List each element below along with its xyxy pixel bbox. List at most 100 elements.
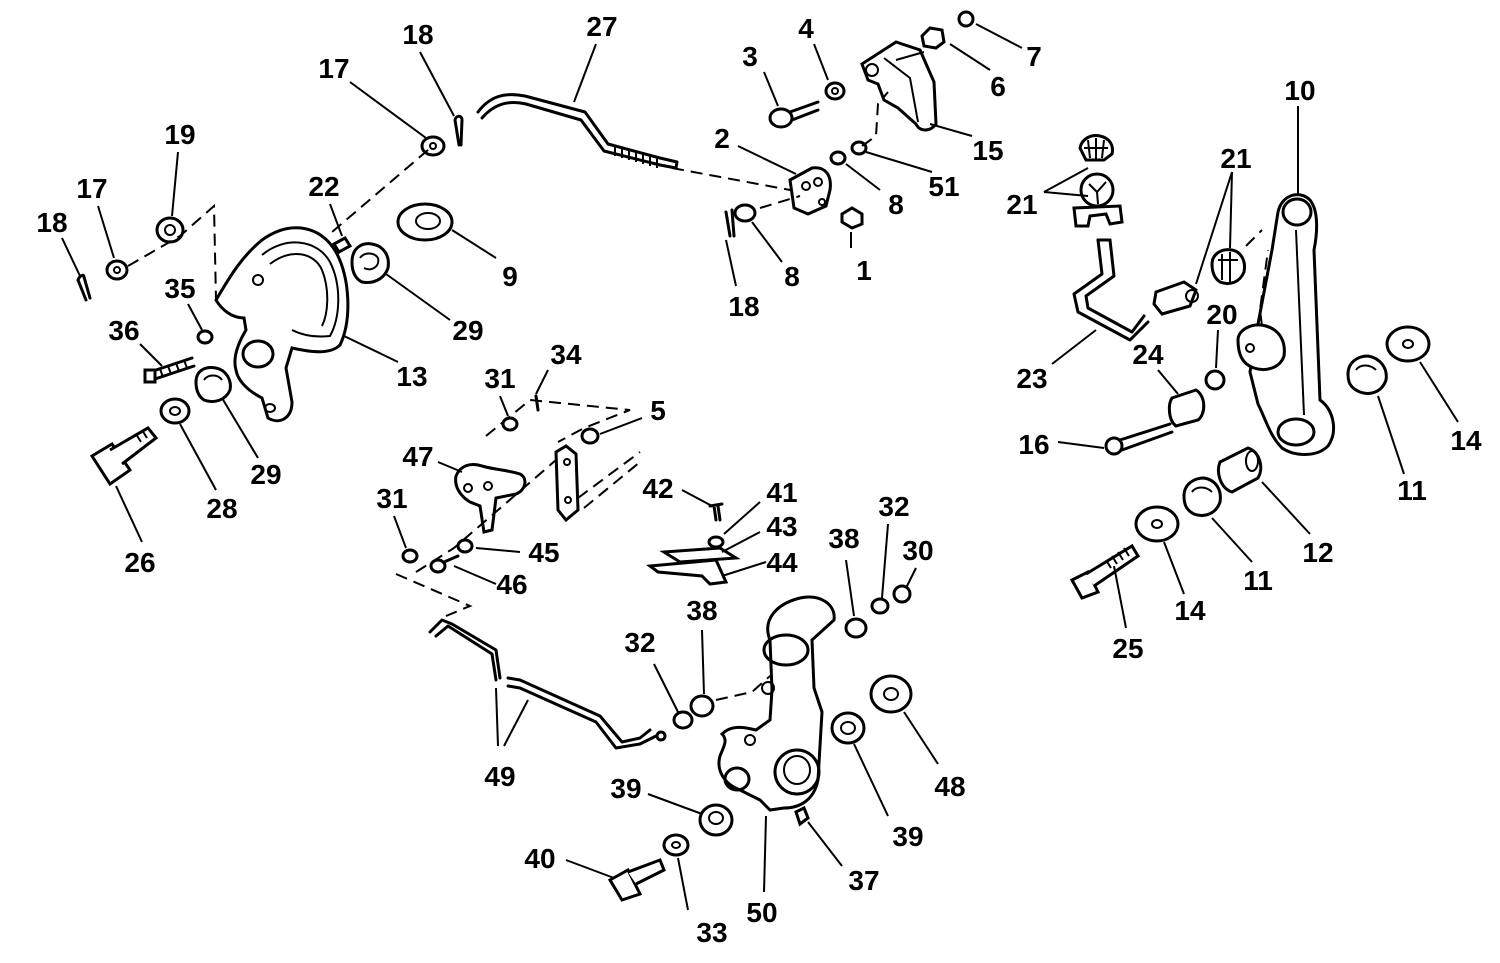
part-8-washer-b — [829, 150, 847, 166]
part-41-nut — [707, 535, 725, 549]
part-33-washer — [662, 833, 690, 857]
callout-48: 48 — [934, 771, 965, 802]
part-22-pin — [331, 236, 353, 254]
callout-24: 24 — [1132, 339, 1164, 370]
callout-6: 6 — [990, 71, 1006, 102]
part-35-nut — [196, 329, 214, 345]
part-31-washer-upper — [501, 416, 519, 432]
part-15-bracket — [860, 40, 938, 132]
callout-44: 44 — [766, 547, 798, 578]
callout-43: 43 — [766, 511, 797, 542]
part-29-nut-lower — [194, 366, 232, 404]
callout-39-right: 39 — [892, 821, 923, 852]
callout-28: 28 — [206, 493, 237, 524]
part-38-bushing-lower — [689, 694, 715, 718]
callout-42: 42 — [642, 473, 673, 504]
callout-9: 9 — [502, 261, 518, 292]
callout-25: 25 — [1112, 633, 1143, 664]
part-25-bolt — [1069, 543, 1141, 600]
part-29-nut-upper — [350, 242, 390, 284]
callout-27: 27 — [586, 11, 617, 42]
callout-51: 51 — [928, 171, 959, 202]
part-48-washer — [869, 674, 913, 714]
part-12-sleeve — [1217, 446, 1263, 494]
part-19-nut — [155, 216, 185, 244]
part-20-washer — [1204, 369, 1226, 391]
callout-5: 5 — [650, 395, 666, 426]
part-36-screw — [143, 356, 196, 384]
leader-lines — [61, 23, 1459, 911]
callout-45: 45 — [528, 537, 559, 568]
callout-35: 35 — [164, 273, 195, 304]
callout-18-left: 18 — [36, 207, 67, 238]
callout-21-right: 21 — [1220, 143, 1251, 174]
callout-30: 30 — [902, 535, 933, 566]
callout-11-right: 11 — [1397, 475, 1427, 506]
part-2-swivel-block — [788, 166, 832, 216]
part-18-cotter-pin-left — [76, 273, 92, 302]
callout-31-upper: 31 — [484, 363, 515, 394]
part-4-washer — [824, 81, 846, 101]
callout-38-upper: 38 — [828, 523, 859, 554]
callout-16: 16 — [1018, 429, 1049, 460]
callout-1: 1 — [856, 255, 872, 286]
callout-32-lower: 32 — [624, 627, 655, 658]
callout-17-left: 17 — [76, 173, 107, 204]
part-47-cam-lever — [454, 462, 527, 534]
callout-33: 33 — [696, 917, 727, 948]
callout-3: 3 — [742, 41, 758, 72]
part-8-washer-a — [733, 203, 757, 223]
callout-17-top: 17 — [318, 53, 349, 84]
part-43-plate — [659, 546, 741, 564]
part-7-washer — [957, 10, 975, 28]
callout-15: 15 — [972, 135, 1003, 166]
callout-40: 40 — [524, 843, 555, 874]
part-21-ball-stud — [1152, 280, 1199, 316]
callout-11-lower: 11 — [1243, 565, 1273, 596]
part-39-bushing-left — [698, 803, 734, 837]
part-5-nut — [580, 427, 600, 445]
callout-29-lower: 29 — [250, 459, 281, 490]
part-42-screw — [708, 502, 724, 522]
part-18-cotter-pin-top — [453, 114, 464, 147]
part-28-washer — [159, 397, 191, 425]
part-17-washer-left — [105, 259, 129, 281]
part-11-nut-lower — [1182, 476, 1222, 517]
part-3-screw — [768, 100, 820, 129]
part-31-washer-lower — [401, 548, 419, 564]
callout-38-lower: 38 — [686, 595, 717, 626]
callout-7: 7 — [1026, 41, 1042, 72]
part-32-washer-upper — [870, 597, 890, 615]
part-14-washer-upper — [1385, 325, 1431, 363]
assembly-dashed-lines — [127, 91, 1269, 701]
callout-32-upper: 32 — [878, 491, 909, 522]
part-1-nut — [840, 206, 864, 230]
callout-8-left: 8 — [784, 261, 800, 292]
part-23-link-rod — [1072, 238, 1150, 342]
callout-37: 37 — [848, 865, 879, 896]
part-39-bushing-right — [830, 711, 866, 745]
part-21-ball-socket — [1072, 134, 1124, 228]
part-16-screw — [1104, 422, 1174, 456]
callout-19: 19 — [164, 119, 195, 150]
part-26-bolt — [89, 426, 159, 487]
part-34-pin — [534, 394, 540, 412]
callout-8-right: 8 — [888, 189, 904, 220]
callout-4: 4 — [798, 13, 814, 44]
part-37-grease-fitting — [794, 805, 810, 827]
callout-41: 41 — [766, 477, 797, 508]
part-46-screw — [429, 554, 460, 574]
part-32-washer-lower — [672, 710, 694, 730]
callout-14-lower: 14 — [1174, 595, 1206, 626]
part-45-nut — [456, 538, 474, 554]
part-6-nut — [920, 26, 946, 50]
callout-47: 47 — [402, 441, 433, 472]
part-18-cotter-pin-mid — [724, 208, 736, 238]
callout-26: 26 — [124, 547, 155, 578]
callout-18-mid: 18 — [728, 291, 759, 322]
callout-18-top: 18 — [402, 19, 433, 50]
part-50-arm — [717, 595, 836, 812]
part-40-bolt — [607, 858, 666, 902]
callout-10: 10 — [1284, 75, 1315, 106]
